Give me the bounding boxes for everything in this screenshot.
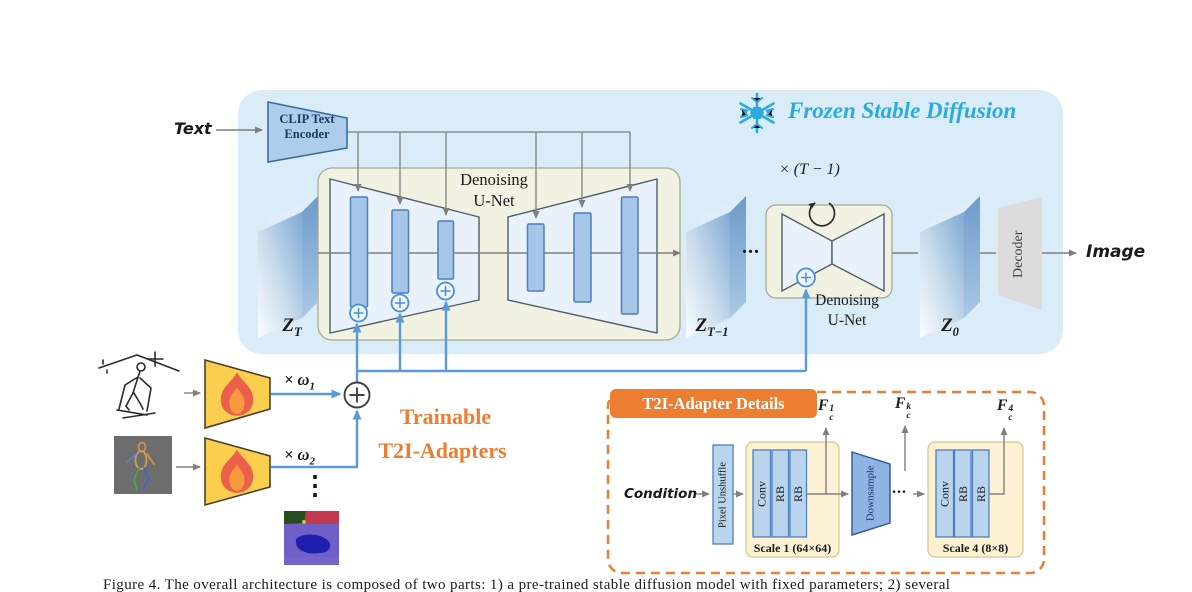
frozen-panel-title: Frozen Stable Diffusion xyxy=(788,98,1017,123)
details-title-box xyxy=(610,389,817,418)
sum-node-icons xyxy=(349,267,816,323)
conv-label: Conv xyxy=(937,480,952,507)
unet-label: Denoising U-Net xyxy=(460,170,528,210)
rb-label: RB xyxy=(790,485,805,502)
rb-label: RB xyxy=(973,485,988,502)
rb-label: RB xyxy=(955,485,970,502)
trainable-title-line1: Trainable xyxy=(399,404,492,429)
loop-arrow-icon xyxy=(808,202,836,227)
unet-feature-bars xyxy=(349,196,639,315)
pose-condition-image xyxy=(114,436,172,494)
conv-label: Conv xyxy=(754,480,769,507)
clip-encoder-trapezoid xyxy=(267,101,348,163)
decoder-label: Decoder xyxy=(1011,230,1026,278)
sketch-condition-image xyxy=(97,346,181,428)
latent-z0-label: Z0 xyxy=(941,315,959,339)
image-output-label: Image xyxy=(1086,242,1146,262)
snowflake-icon xyxy=(739,92,775,134)
weight2-label: × ω2 xyxy=(284,445,315,468)
scale1-layer-bars xyxy=(752,449,808,538)
clip-encoder-label: CLIP Text Encoder xyxy=(279,112,335,141)
scale4-layer-bars xyxy=(935,449,990,538)
adapter-injection-lines xyxy=(271,288,811,469)
flame-icon xyxy=(220,372,254,416)
condition-input-label: Condition xyxy=(624,486,698,502)
scale4-label: Scale 4 (8×8) xyxy=(942,541,1009,555)
small-unet-label: Denoising U-Net xyxy=(815,292,879,329)
latent-zt-label: ZT xyxy=(282,315,302,339)
details-dashed-border xyxy=(606,390,1046,575)
latent-zt-block xyxy=(258,196,318,338)
latent-zt1-label: ZT−1 xyxy=(695,315,729,339)
details-flow-arrows xyxy=(695,425,1008,498)
details-title: T2I-Adapter Details xyxy=(642,394,785,413)
small-unet-bowtie xyxy=(781,212,885,293)
flame-icon xyxy=(220,449,254,493)
vae-decoder-trapezoid xyxy=(998,197,1042,310)
latent-zt1-block xyxy=(686,196,746,338)
pixel-unshuffle-label: Pixel Unshuffle xyxy=(717,461,729,528)
segmentation-condition-image xyxy=(284,511,339,565)
scale1-label: Scale 1 (64×64) xyxy=(753,541,832,555)
timestep-ellipsis: ... xyxy=(742,236,760,258)
figure-caption: Figure 4. The overall architecture is co… xyxy=(103,577,951,592)
downsample-label: Downsample xyxy=(865,465,877,522)
text-input-label: Text xyxy=(174,119,212,138)
condition-input-arrows xyxy=(176,389,201,471)
downsample-trapezoid xyxy=(851,451,891,536)
trainable-title-line2: T2I-Adapters xyxy=(378,438,507,463)
text-conditioning-lines xyxy=(347,131,634,219)
details-ellipsis: ... xyxy=(892,480,907,497)
more-adapters-ellipsis: ⋮ xyxy=(302,470,328,500)
rb-label: RB xyxy=(772,485,787,502)
adapter-sum-icon xyxy=(343,381,371,409)
loop-count-label: × (T − 1) xyxy=(779,161,840,178)
weight1-label: × ω1 xyxy=(284,370,315,393)
latent-z0-block xyxy=(920,196,980,338)
